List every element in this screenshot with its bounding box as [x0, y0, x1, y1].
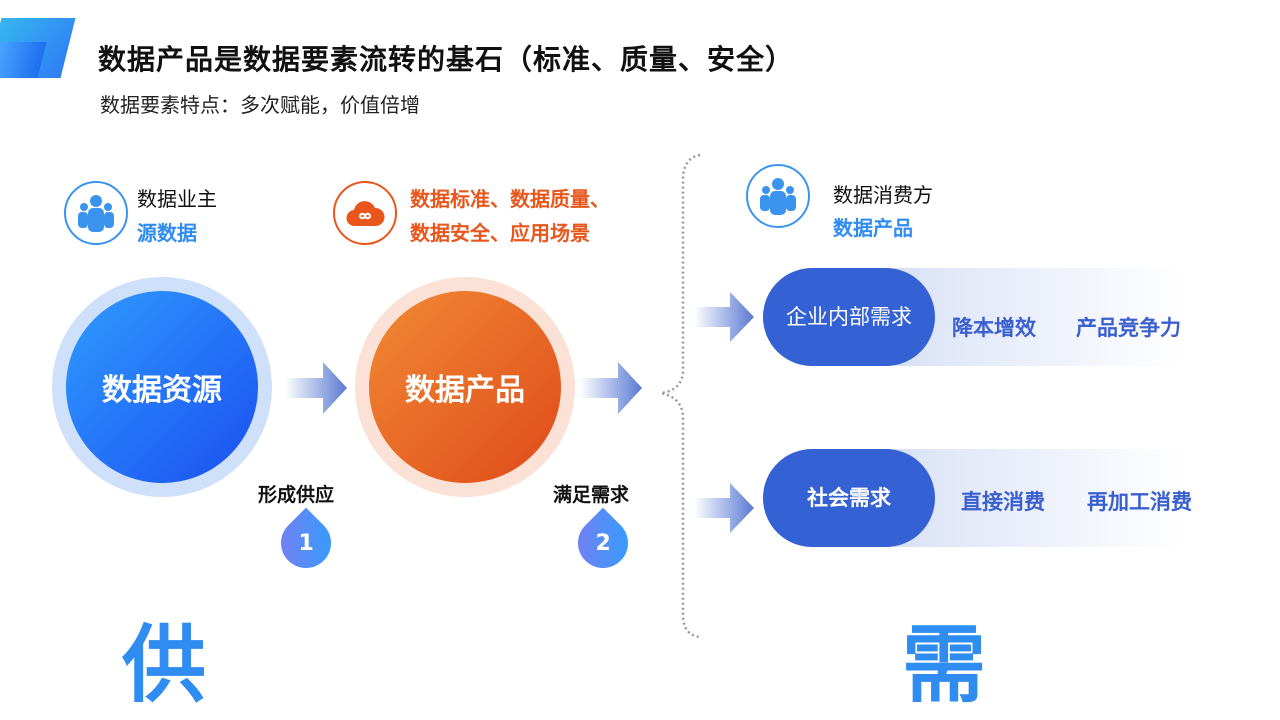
product-attrs-line2: 数据安全、应用场景: [410, 221, 590, 245]
page-subtitle: 数据要素特点：多次赋能，价值倍增: [100, 93, 420, 117]
step2-badge: 2: [567, 507, 639, 579]
supply-char: 供: [122, 616, 207, 714]
arrow-right-icon: [694, 483, 754, 533]
product-attrs-line1: 数据标准、数据质量、: [410, 187, 610, 211]
step2-label: 满足需求: [553, 484, 630, 506]
owner-sub: 源数据: [137, 221, 197, 245]
brace-divider: [660, 153, 701, 639]
owner-label: 数据业主: [137, 187, 217, 211]
data-product-node: 数据产品: [355, 277, 575, 497]
benefit-item: 再加工消费: [1087, 490, 1192, 514]
consumer-label: 数据消费方: [833, 183, 933, 207]
arrow-right-icon: [285, 362, 347, 414]
arrow-right-icon: [694, 292, 754, 342]
step2-number: 2: [595, 530, 611, 556]
demand-char: 需: [902, 616, 987, 714]
benefit-item: 直接消费: [961, 490, 1045, 514]
consumer-people-icon: [746, 164, 810, 228]
data-product-label: 数据产品: [369, 291, 561, 483]
consumer-sub: 数据产品: [833, 216, 913, 240]
data-resource-node: 数据资源: [52, 277, 272, 497]
page-title: 数据产品是数据要素流转的基石（标准、质量、安全）: [98, 43, 795, 76]
demand-pill-enterprise: 企业内部需求: [763, 268, 935, 366]
data-resource-label: 数据资源: [66, 291, 258, 483]
step1-label: 形成供应: [258, 484, 335, 506]
step1-badge: 1: [270, 507, 342, 579]
step1-number: 1: [298, 530, 314, 556]
demand-pill-social: 社会需求: [763, 449, 935, 547]
cloud-icon: [333, 181, 397, 245]
arrow-right-icon: [580, 362, 642, 414]
people-icon: [64, 181, 128, 245]
benefit-item: 产品竞争力: [1076, 316, 1181, 340]
benefit-item: 降本增效: [952, 316, 1036, 340]
